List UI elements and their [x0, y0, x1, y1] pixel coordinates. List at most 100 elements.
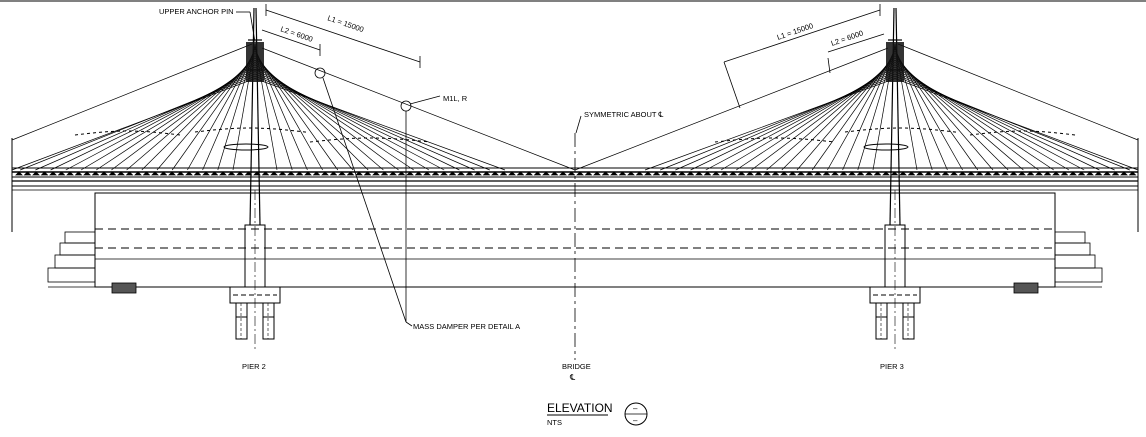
railing-post [346, 171, 355, 176]
railing-post [814, 171, 822, 176]
railing-post [142, 171, 151, 176]
railing-post [15, 171, 23, 176]
railing-post [703, 171, 712, 176]
railing-post [525, 171, 533, 176]
railing-post [312, 171, 321, 176]
railing-post [482, 171, 491, 176]
stay-cable [894, 68, 1085, 171]
stay-cable [644, 78, 896, 171]
railing-post [669, 171, 678, 176]
l1-right-label: L1 = 15000 [776, 21, 815, 42]
stay-cable [675, 73, 896, 171]
railing-post [746, 171, 754, 176]
railing-post [695, 171, 703, 176]
stay-cable [254, 68, 445, 171]
railing-post [958, 171, 967, 176]
stay-cable [261, 47, 576, 171]
annotations [236, 4, 885, 360]
railing-post [57, 171, 66, 176]
stay-cable [254, 71, 460, 171]
railing-post [652, 171, 661, 176]
railing-post [559, 171, 567, 176]
railing-post [168, 171, 176, 176]
stay-cable [894, 71, 1100, 171]
railing-post [975, 171, 984, 176]
railing-post [610, 171, 618, 176]
railing-post [984, 171, 992, 176]
stay-cable [254, 78, 506, 171]
railing-post [992, 171, 1001, 176]
stay-cable [96, 64, 256, 171]
railing-post [1069, 171, 1077, 176]
railing-post [1086, 171, 1094, 176]
railing-post [236, 171, 244, 176]
l2-left-label: L2 = 6000 [279, 24, 314, 43]
railing-post [414, 171, 423, 176]
railing-post [1009, 171, 1018, 176]
railing-post [856, 171, 865, 176]
railing-post [193, 171, 202, 176]
railing-post [1128, 171, 1137, 176]
stay-cable [660, 75, 896, 171]
railing-post [117, 171, 125, 176]
railing-post [355, 171, 363, 176]
stay-cable [254, 75, 490, 171]
railing-post [567, 171, 576, 176]
railing-post [227, 171, 236, 176]
railing-post [32, 171, 40, 176]
railing-post [627, 171, 635, 176]
deck-railing [15, 171, 1137, 176]
stay-cable [111, 62, 256, 171]
railing-post [933, 171, 941, 176]
railing-post [737, 171, 746, 176]
railing-post [1094, 171, 1103, 176]
l1-left-label: L1 = 15000 [326, 13, 365, 34]
railing-post [754, 171, 763, 176]
railing-post [720, 171, 729, 176]
railing-post [202, 171, 210, 176]
railing-post [848, 171, 856, 176]
stay-cable [65, 68, 256, 171]
railing-post [1035, 171, 1043, 176]
scale-label: NTS [547, 418, 562, 427]
pier-3 [869, 190, 921, 350]
railing-post [1103, 171, 1111, 176]
railing-post [907, 171, 916, 176]
railing-post [448, 171, 457, 176]
stay-cable [720, 66, 896, 171]
railing-post [125, 171, 134, 176]
railing-post [363, 171, 372, 176]
railing-post [23, 171, 32, 176]
stay-cable [50, 71, 256, 171]
mass-damper-label: MASS DAMPER PER DETAIL A [413, 322, 520, 331]
stay-cable [80, 66, 256, 171]
stay-cable [736, 64, 896, 171]
abutment-left [47, 231, 137, 294]
railing-post [287, 171, 295, 176]
railing-post [91, 171, 100, 176]
stay-cable [11, 78, 256, 171]
railing-post [304, 171, 312, 176]
stay-cable [751, 62, 896, 171]
stay-cable [894, 78, 1139, 171]
pylon-anchor-zone-right [886, 42, 904, 82]
railing-post [542, 171, 550, 176]
stay-cable [894, 64, 1054, 171]
cable-saddles [223, 143, 909, 151]
railing-post [873, 171, 882, 176]
railing-post [1026, 171, 1035, 176]
railing-post [584, 171, 593, 176]
railing-post [66, 171, 74, 176]
railing-post [508, 171, 516, 176]
railing-post [550, 171, 559, 176]
railing-post [924, 171, 933, 176]
railing-post [618, 171, 627, 176]
upper-anchor-pin-label: UPPER ANCHOR PIN [159, 7, 234, 16]
detail-symbol-top: – [633, 404, 638, 413]
stay-cable [254, 73, 475, 171]
railing-post [831, 171, 839, 176]
railing-post [491, 171, 499, 176]
railing-post [321, 171, 329, 176]
railing-post [533, 171, 542, 176]
